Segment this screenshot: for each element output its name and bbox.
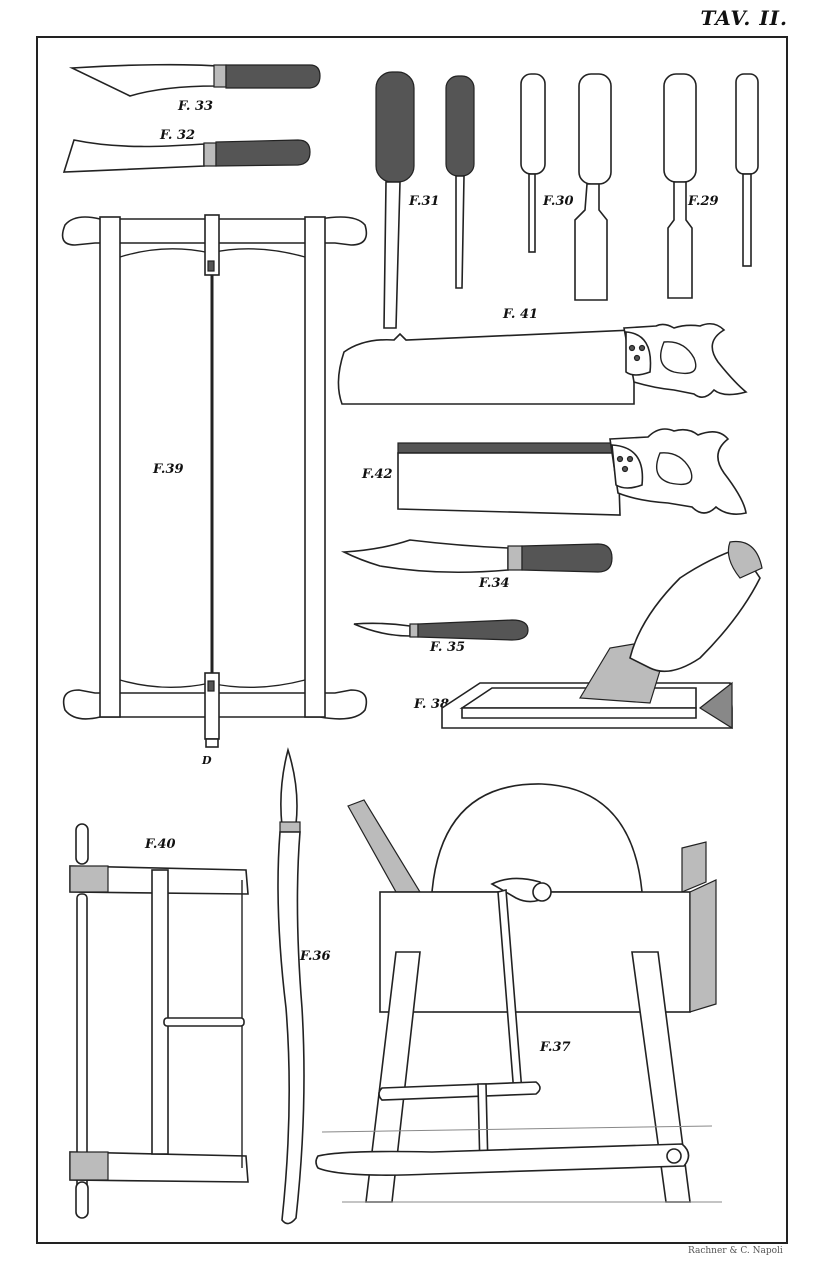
figure-29-chisels bbox=[660, 70, 770, 305]
knife-icon bbox=[62, 139, 311, 173]
figure-label-41: F. 41 bbox=[503, 307, 539, 322]
knife-icon bbox=[340, 539, 613, 574]
figure-39-frame-saw bbox=[55, 205, 375, 750]
figure-41-hand-saw bbox=[334, 322, 784, 412]
figure-34-knife bbox=[340, 536, 620, 578]
frame-saw-detail-label-d: D bbox=[202, 754, 212, 767]
figure-31-chisels bbox=[370, 70, 480, 335]
figure-label-37: F.37 bbox=[540, 1040, 571, 1055]
figure-30-gouges bbox=[515, 70, 625, 310]
bow-saw-icon bbox=[69, 823, 249, 1219]
figure-label-34: F.34 bbox=[479, 576, 510, 591]
knife-icon bbox=[353, 619, 529, 641]
chisel-icon bbox=[663, 73, 759, 299]
figure-label-38: F. 38 bbox=[414, 697, 450, 712]
figure-40-bow-saw bbox=[68, 820, 258, 1220]
plate-frame bbox=[36, 36, 788, 1244]
grinding-wheel-icon bbox=[315, 783, 722, 1203]
figure-label-42: F.42 bbox=[362, 467, 393, 482]
hand-saw-icon bbox=[337, 322, 748, 405]
figure-label-30: F.30 bbox=[543, 194, 574, 209]
long-knife-icon bbox=[277, 747, 305, 1225]
figure-38-whetstone bbox=[440, 538, 770, 758]
gouge-icon bbox=[520, 73, 612, 301]
figure-label-36: F.36 bbox=[300, 949, 331, 964]
figure-32-knife bbox=[62, 138, 322, 178]
figure-label-35: F. 35 bbox=[430, 640, 466, 655]
figure-35-knife bbox=[352, 616, 532, 644]
back-saw-icon bbox=[397, 428, 747, 516]
figure-label-33: F. 33 bbox=[178, 99, 214, 114]
figure-42-back-saw bbox=[397, 423, 768, 523]
printer-credit: Rachner & C. Napoli bbox=[688, 1246, 783, 1256]
figure-label-31: F.31 bbox=[409, 194, 440, 209]
frame-saw-icon bbox=[61, 214, 368, 748]
plate-title: TAV. II. bbox=[700, 6, 788, 30]
figure-37-grinding-wheel bbox=[312, 782, 732, 1222]
figure-label-39: F.39 bbox=[153, 462, 184, 477]
figure-36-long-knife bbox=[260, 747, 310, 1228]
figure-label-40: F.40 bbox=[145, 837, 176, 852]
whetstone-icon bbox=[441, 540, 763, 730]
knife-icon bbox=[68, 63, 321, 97]
figure-label-32: F. 32 bbox=[160, 128, 196, 143]
figure-label-29: F.29 bbox=[688, 194, 719, 209]
figure-33-knife bbox=[68, 62, 330, 102]
chisel-icon bbox=[375, 71, 475, 329]
